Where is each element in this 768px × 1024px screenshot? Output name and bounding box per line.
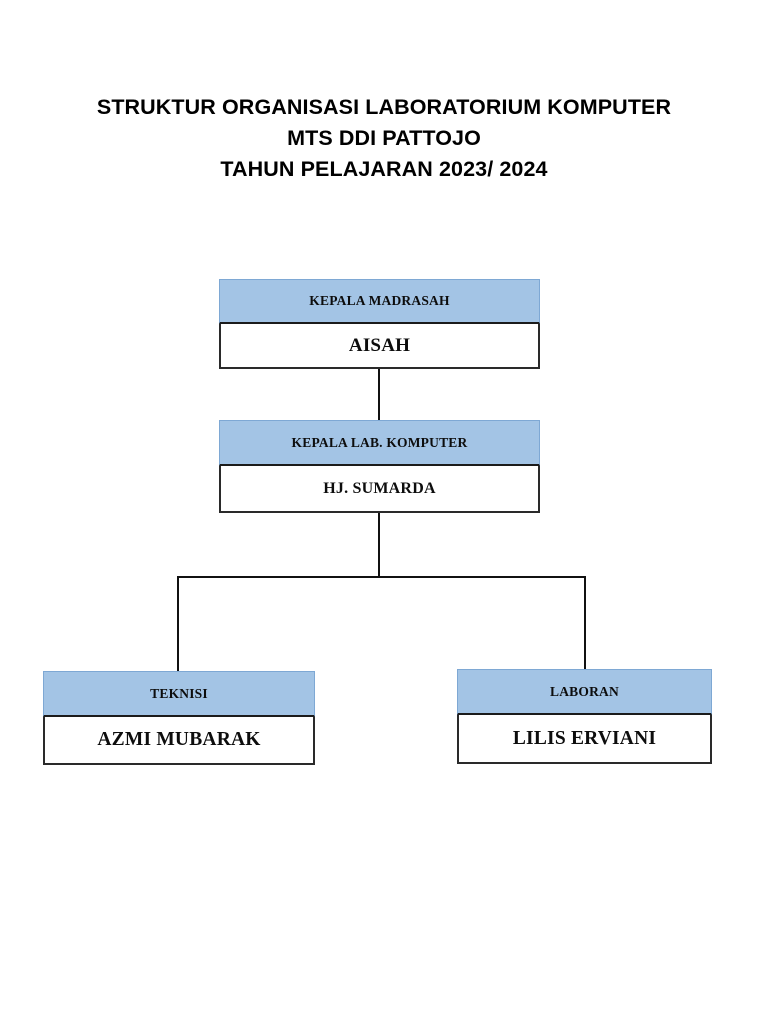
org-node-name: AISAH: [219, 324, 540, 369]
org-node-name: HJ. SUMARDA: [219, 466, 540, 513]
connector-madrasah-to-lab: [378, 368, 380, 421]
page-title: STRUKTUR ORGANISASI LABORATORIUM KOMPUTE…: [0, 92, 768, 185]
org-node-role: KEPALA MADRASAH: [219, 279, 540, 324]
org-node-name: AZMI MUBARAK: [43, 717, 315, 765]
title-line-2: MTS DDI PATTOJO: [287, 126, 481, 150]
title-line-1: STRUKTUR ORGANISASI LABORATORIUM KOMPUTE…: [96, 95, 672, 119]
connector-to-laboran: [584, 576, 586, 670]
connector-lab-down: [378, 512, 380, 578]
org-node-role: LABORAN: [457, 669, 712, 715]
org-node-role: TEKNISI: [43, 671, 315, 717]
connector-to-teknisi: [177, 576, 179, 672]
connector-sibling-bar: [177, 576, 586, 578]
org-node-teknisi: TEKNISI AZMI MUBARAK: [43, 671, 315, 765]
org-node-kepala-madrasah: KEPALA MADRASAH AISAH: [219, 279, 540, 369]
org-node-name: LILIS ERVIANI: [457, 715, 712, 764]
org-node-role: KEPALA LAB. KOMPUTER: [219, 420, 540, 466]
org-node-kepala-lab-komputer: KEPALA LAB. KOMPUTER HJ. SUMARDA: [219, 420, 540, 513]
org-node-laboran: LABORAN LILIS ERVIANI: [457, 669, 712, 764]
title-line-3: TAHUN PELAJARAN 2023/ 2024: [220, 157, 548, 181]
